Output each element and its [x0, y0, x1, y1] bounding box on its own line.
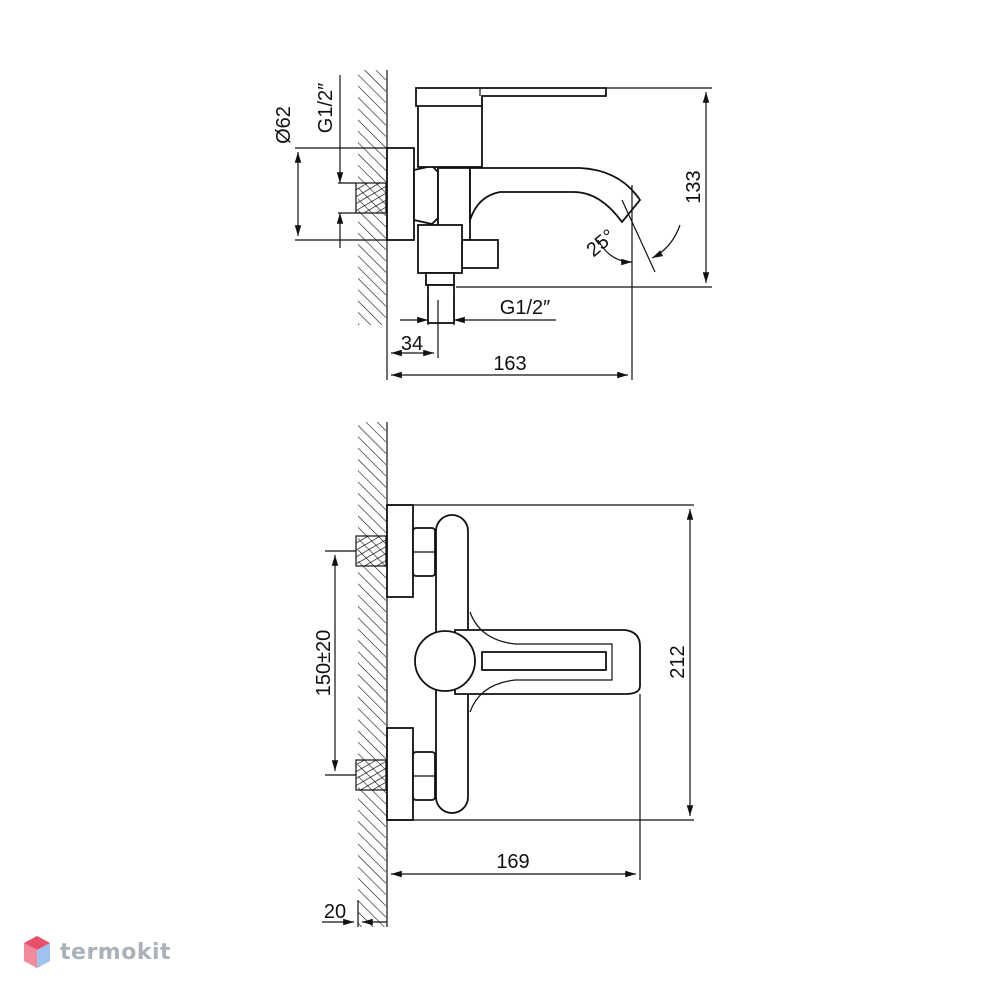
dim-height-133: 133	[456, 87, 712, 288]
top-inlet-thread	[355, 182, 387, 214]
dim-length-163: 163	[391, 287, 633, 380]
dim-thread-bottom-label: G1/2″	[500, 297, 550, 319]
top-view: Ø62 G1/2″ 133 25°	[273, 70, 712, 380]
watermark-text: termokit	[60, 939, 172, 965]
top-cartridge	[417, 104, 483, 168]
dim-height-133-label: 133	[683, 170, 705, 203]
front-escutcheon-bottom	[386, 727, 414, 821]
dim-width-169: 169	[391, 694, 641, 880]
dim-offset-34: 34	[386, 300, 439, 380]
front-spout-aerator	[481, 651, 607, 671]
top-nut	[413, 165, 439, 225]
dim-height-212: 212	[387, 504, 694, 821]
top-bottom-outlet	[425, 272, 455, 286]
front-view: 212 150±20 169 20	[313, 422, 694, 927]
front-escutcheon-top	[386, 504, 414, 598]
dim-center-distance: 150±20	[313, 550, 356, 776]
front-wall	[358, 422, 388, 927]
termokit-logo-icon	[24, 936, 50, 968]
dim-diameter-label: Ø62	[273, 106, 295, 144]
top-spout	[469, 167, 642, 224]
dim-thread-bottom: G1/2″	[400, 297, 556, 325]
front-handle-knob	[414, 630, 476, 692]
dim-wall-offset-label: 20	[324, 901, 346, 923]
dim-offset-34-label: 34	[401, 333, 423, 355]
dim-diameter: Ø62	[273, 106, 387, 241]
front-inlet-thread-top	[355, 535, 387, 567]
top-escutcheon	[386, 147, 415, 241]
dim-angle-label: 25°	[582, 225, 619, 261]
top-diverter-body	[417, 224, 463, 274]
dim-width-169-label: 169	[496, 851, 529, 873]
dim-thread-left-label: G1/2″	[315, 83, 337, 133]
dim-wall-offset: 20	[322, 900, 387, 927]
dim-center-distance-label: 150±20	[313, 630, 335, 697]
top-handle-lever	[415, 87, 607, 107]
front-inlet-thread-bottom	[355, 759, 387, 791]
top-bottom-thread	[427, 284, 455, 324]
watermark: termokit	[22, 934, 171, 970]
top-diverter-knob	[461, 239, 499, 269]
dim-thread-left: G1/2″	[315, 75, 356, 248]
dim-height-212-label: 212	[667, 645, 689, 678]
dim-length-163-label: 163	[493, 353, 526, 375]
